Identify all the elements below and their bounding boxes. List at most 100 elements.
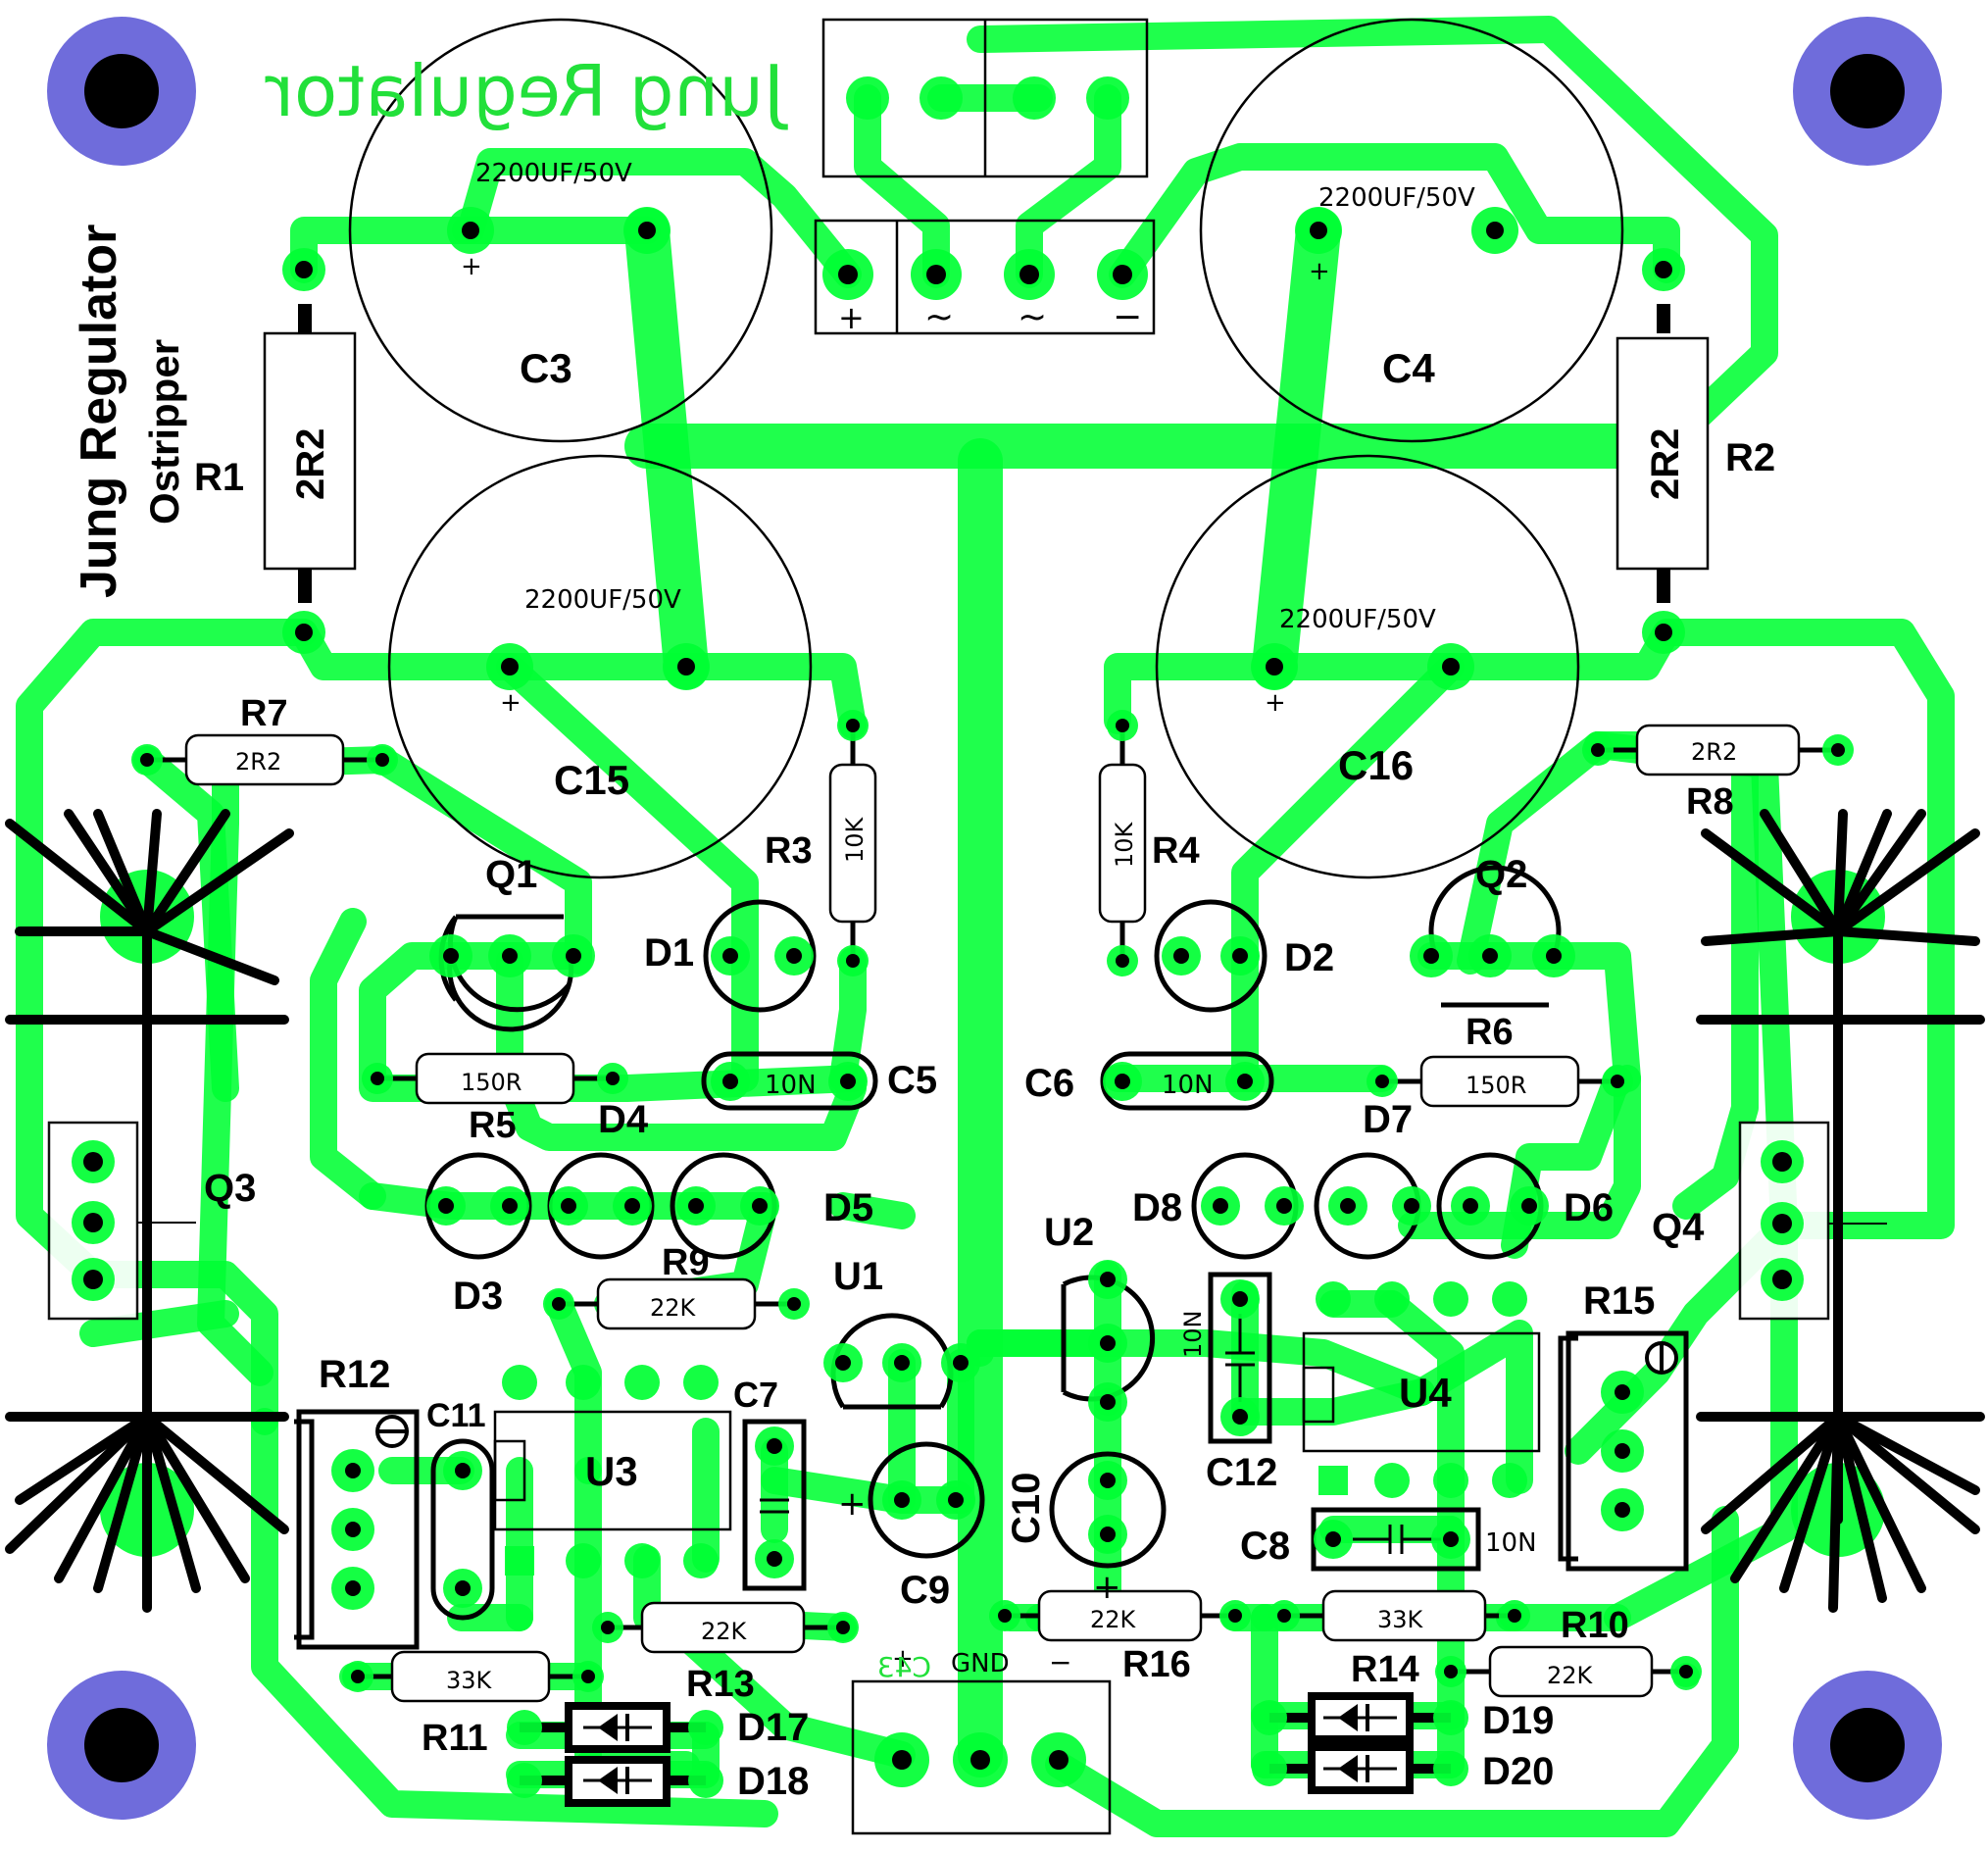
r8-ref: R8 [1686, 781, 1734, 823]
input-ac2-label: ~ [1018, 297, 1047, 337]
c8-value: 10N [1485, 1528, 1537, 1558]
c16-ref: C16 [1338, 742, 1414, 788]
c3-plus: + [461, 252, 482, 281]
capacitor-c16: 2200UF/50V C16 + [1155, 454, 1580, 879]
u2-ref: U2 [1044, 1211, 1094, 1254]
c16-value: 2200UF/50V [1279, 605, 1436, 634]
d20-ref: D20 [1482, 1750, 1554, 1793]
resistor-r3: 10K R3 [765, 710, 877, 976]
r13-ref: R13 [686, 1664, 755, 1705]
capacitor-c6: 10N C6 [1024, 1051, 1274, 1111]
r4-value: 10K [1111, 821, 1138, 868]
c15-plus: + [500, 688, 522, 718]
c9-ref: C9 [900, 1569, 950, 1612]
r11-value: 33K [446, 1667, 493, 1694]
capacitor-c3: 2200UF/50V C3 + [348, 18, 773, 443]
c10-ref: C10 [1005, 1473, 1048, 1544]
heatsink-right: Q4 [1652, 809, 1985, 1613]
r5-ref: R5 [469, 1105, 517, 1146]
u1-ref: U1 [833, 1255, 883, 1298]
r2-ref: R2 [1725, 436, 1775, 479]
input-ac1-label: ~ [924, 297, 954, 337]
r12-ref: R12 [319, 1353, 390, 1396]
board-title-vertical: Jung Regulator [71, 225, 127, 598]
r3-ref: R3 [765, 830, 813, 872]
resistor-r9: 22K R9 [543, 1242, 810, 1330]
r9-value: 22K [650, 1294, 697, 1322]
copper-traces [16, 16, 1955, 1837]
resistor-r11: 33K R11 [342, 1650, 604, 1759]
diode-d2: D2 [1154, 899, 1334, 1013]
resistor-r7: 2R2 R7 [131, 693, 398, 786]
r14-value: 33K [1377, 1606, 1424, 1633]
transistor-q1: Q1 [429, 853, 595, 1032]
d4-ref: D4 [598, 1098, 649, 1141]
c15-ref: C15 [554, 757, 629, 803]
c6-ref: C6 [1024, 1062, 1074, 1105]
r2-value: 2R2 [1644, 428, 1687, 500]
regulator-u1: U1 [823, 1255, 980, 1410]
r10-value: 22K [1547, 1662, 1594, 1689]
capacitor-c4: 2200UF/50V C4 + [1199, 18, 1624, 443]
capacitor-c11: C11 [426, 1397, 495, 1621]
diode-d20: D20 [1252, 1743, 1554, 1794]
c7-ref: C7 [733, 1375, 778, 1415]
board-title-mirrored: Jung Regulator [265, 50, 788, 132]
d3-ref: D3 [453, 1275, 503, 1318]
r10-ref: R10 [1561, 1605, 1629, 1646]
output-ref-mirrored: C43 [877, 1651, 931, 1683]
capacitor-c7: C7 [733, 1375, 807, 1591]
c8-ref: C8 [1240, 1525, 1290, 1568]
r9-ref: R9 [662, 1242, 710, 1283]
d19-ref: D19 [1482, 1699, 1554, 1742]
resistor-r14: 33K R14 [1268, 1589, 1530, 1690]
r4-ref: R4 [1152, 830, 1200, 872]
diode-d18: D18 [507, 1756, 809, 1807]
capacitor-c9: + C9 [838, 1441, 985, 1612]
diode-row-left: D4 D5 D3 [424, 1098, 873, 1318]
r11-ref: R11 [422, 1718, 488, 1759]
transistor-q2: Q2 [1410, 853, 1575, 1008]
input-plus-label: + [838, 299, 865, 336]
capacitor-c8: 10N C8 [1240, 1507, 1537, 1572]
d5-ref: D5 [823, 1186, 873, 1229]
r3-value: 10K [841, 816, 869, 863]
c4-plus: + [1309, 257, 1330, 286]
r13-value: 22K [701, 1618, 748, 1645]
output-gnd-label: GND [951, 1649, 1010, 1678]
c12-ref: C12 [1206, 1451, 1277, 1494]
d7-ref: D7 [1363, 1098, 1413, 1141]
r15-ref: R15 [1583, 1279, 1655, 1323]
r7-value: 2R2 [235, 748, 281, 776]
capacitor-c5: 10N C5 [701, 1051, 937, 1111]
c16-plus: + [1265, 688, 1286, 718]
trimmer-r12: R12 [294, 1353, 420, 1650]
regulator-u2: U2 [1044, 1211, 1156, 1422]
r8-value: 2R2 [1691, 738, 1737, 766]
c3-value: 2200UF/50V [475, 159, 632, 188]
c10-plus: + [1093, 1568, 1121, 1607]
capacitor-c12: 10N C12 [1179, 1272, 1277, 1494]
c9-plus: + [838, 1484, 867, 1524]
c5-value: 10N [765, 1071, 817, 1100]
q3-ref: Q3 [204, 1167, 256, 1210]
r6-ref: R6 [1466, 1012, 1514, 1053]
r16-ref: R16 [1122, 1644, 1191, 1685]
r7-ref: R7 [240, 693, 288, 734]
u4-ref: U4 [1399, 1370, 1452, 1416]
resistor-r8: 2R2 R8 [1582, 724, 1854, 823]
resistor-r13: 22K R13 [592, 1601, 859, 1705]
c12-value: 10N [1179, 1311, 1207, 1359]
r1-ref: R1 [194, 456, 244, 499]
u3-ref: U3 [585, 1448, 638, 1494]
input-minus-label: − [1113, 297, 1142, 337]
resistor-r2: 2R2 R2 [1615, 248, 1775, 654]
resistor-r5: 150R R5 [362, 1052, 628, 1146]
resistor-r16: 22K R16 [989, 1589, 1251, 1685]
diode-d17: D17 [507, 1702, 809, 1753]
resistor-r10: 22K R10 [1435, 1605, 1702, 1698]
d1-ref: D1 [644, 931, 694, 975]
resistor-r1: 2R2 R1 [194, 248, 357, 654]
c4-ref: C4 [1382, 345, 1435, 391]
